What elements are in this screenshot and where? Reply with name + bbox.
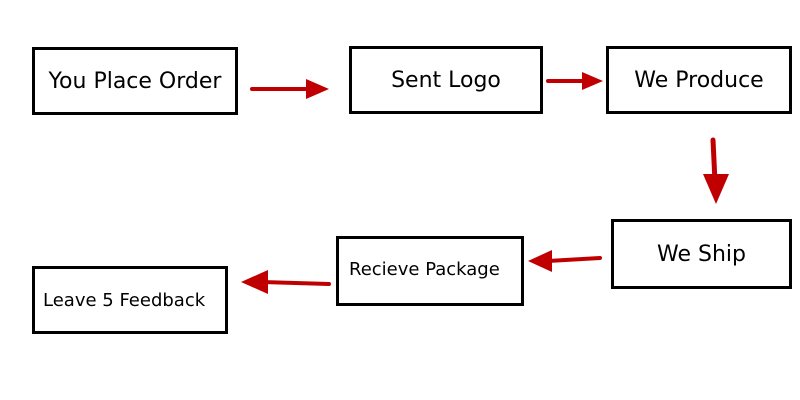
- arrow-logo-to-produce: [546, 72, 603, 90]
- arrow-package-to-feedback: [241, 270, 331, 294]
- step-label-sent-logo: Sent Logo: [391, 67, 501, 93]
- arrow-ship-to-package: [528, 250, 602, 272]
- step-label-leave-feedback: Leave 5 Feedback: [43, 289, 206, 311]
- step-label-we-produce: We Produce: [634, 67, 764, 93]
- arrow-logo-to-produce-head: [582, 72, 603, 90]
- step-box-we-ship: We Ship: [611, 219, 792, 289]
- step-box-sent-logo: Sent Logo: [349, 46, 543, 114]
- step-label-place-order: You Place Order: [48, 68, 222, 94]
- step-label-we-ship: We Ship: [657, 241, 746, 267]
- arrow-ship-to-package-shaft: [546, 256, 602, 263]
- step-box-recieve-package: Recieve Package: [336, 236, 524, 306]
- arrow-package-to-feedback-shaft: [260, 280, 331, 286]
- arrow-package-to-feedback-head: [241, 270, 268, 294]
- arrow-order-to-logo: [250, 79, 329, 99]
- arrow-produce-to-ship-head: [703, 174, 729, 204]
- step-box-place-order: You Place Order: [32, 47, 238, 115]
- step-box-we-produce: We Produce: [606, 46, 792, 114]
- arrow-order-to-logo-head: [306, 79, 329, 99]
- arrow-produce-to-ship: [703, 137, 729, 204]
- step-label-recieve-package: Recieve Package: [349, 258, 500, 280]
- step-box-leave-feedback: Leave 5 Feedback: [32, 266, 228, 334]
- arrow-ship-to-package-head: [528, 250, 552, 272]
